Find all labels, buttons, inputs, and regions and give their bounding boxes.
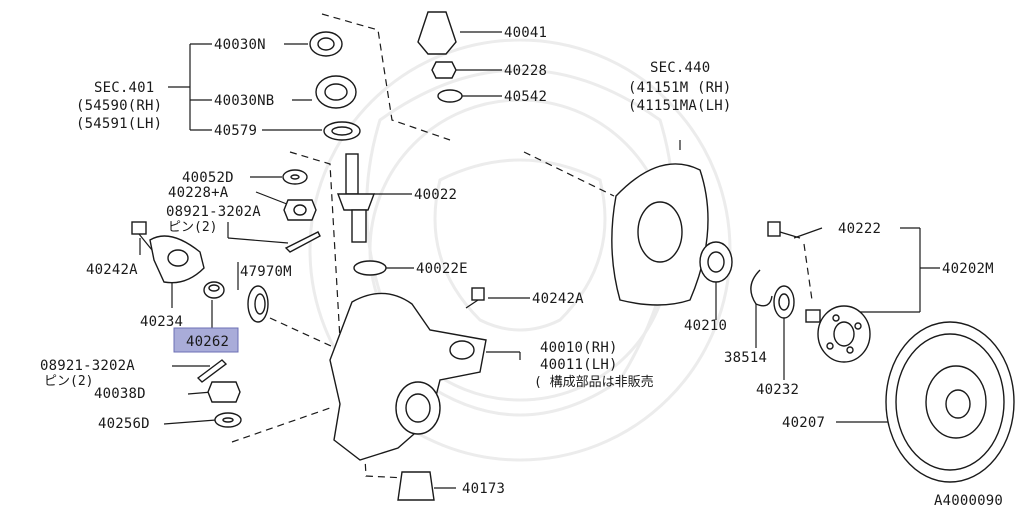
left-leader-lines bbox=[139, 43, 322, 425]
label-40222[interactable]: 40222 bbox=[838, 221, 881, 237]
label-40256D[interactable]: 40256D bbox=[98, 416, 150, 432]
part-cotter-pin-lower[interactable] bbox=[196, 359, 228, 383]
part-40222-hub-bolt[interactable] bbox=[767, 221, 801, 239]
part-40234-lower-arm-bracket[interactable] bbox=[149, 235, 205, 284]
part-40256D-washer[interactable] bbox=[214, 412, 242, 428]
label-41151MA: (41151MA(LH) bbox=[628, 98, 732, 114]
part-40542-washer[interactable] bbox=[437, 89, 463, 103]
label-47970M[interactable]: 47970M bbox=[240, 264, 292, 280]
label-40262[interactable]: 40262 bbox=[186, 334, 229, 350]
label-54590: (54590(RH) bbox=[76, 98, 162, 114]
label-41151M: (41151M (RH) bbox=[628, 80, 732, 96]
label-40030NB[interactable]: 40030NB bbox=[214, 93, 274, 109]
part-40242A-bolt-center[interactable] bbox=[465, 287, 485, 309]
part-40022E-snap-ring[interactable] bbox=[353, 260, 387, 276]
label-40228A[interactable]: 40228+A bbox=[168, 185, 229, 201]
part-40262-bushing[interactable] bbox=[203, 281, 225, 299]
part-40228-nut[interactable] bbox=[431, 61, 457, 79]
label-pin2-lower: ピン(2) bbox=[44, 374, 93, 389]
part-40579-seal[interactable] bbox=[323, 121, 361, 141]
label-40542[interactable]: 40542 bbox=[504, 89, 547, 105]
label-40041[interactable]: 40041 bbox=[504, 25, 547, 41]
label-40011[interactable]: 40011(LH) bbox=[540, 357, 618, 373]
part-40030NB-bearing[interactable] bbox=[315, 75, 357, 109]
part-40022-ball-joint[interactable] bbox=[336, 153, 376, 243]
label-54591: (54591(LH) bbox=[76, 116, 162, 132]
part-40242A-bolt-left[interactable] bbox=[131, 221, 153, 251]
center-leader-lines bbox=[231, 13, 813, 489]
part-40202M-wheel-hub[interactable] bbox=[805, 305, 871, 363]
label-sec401[interactable]: SEC.401 bbox=[94, 80, 154, 96]
part-41151M-splash-guard[interactable] bbox=[611, 163, 709, 306]
part-40207-brake-rotor[interactable] bbox=[885, 321, 1015, 483]
part-38514-snap-ring[interactable] bbox=[750, 269, 773, 307]
label-38514[interactable]: 38514 bbox=[724, 350, 767, 366]
label-40207[interactable]: 40207 bbox=[782, 415, 825, 431]
label-40022E[interactable]: 40022E bbox=[416, 261, 468, 277]
label-40030N[interactable]: 40030N bbox=[214, 37, 266, 53]
label-group: 40030N SEC.401 (54590(RH) (54591(LH) 400… bbox=[40, 25, 1003, 509]
part-40210-wheel-bearing[interactable] bbox=[699, 241, 733, 283]
label-40173[interactable]: 40173 bbox=[462, 481, 505, 497]
label-40202M[interactable]: 40202M bbox=[942, 261, 994, 277]
part-40052D-washer[interactable] bbox=[282, 169, 308, 185]
label-40210[interactable]: 40210 bbox=[684, 318, 727, 334]
label-40052D[interactable]: 40052D bbox=[182, 170, 234, 186]
label-40038D[interactable]: 40038D bbox=[94, 386, 146, 402]
label-40228[interactable]: 40228 bbox=[504, 63, 547, 79]
label-40010[interactable]: 40010(RH) bbox=[540, 340, 618, 356]
label-40022[interactable]: 40022 bbox=[414, 187, 457, 203]
part-cotter-pin-upper[interactable] bbox=[284, 231, 321, 253]
label-40232[interactable]: 40232 bbox=[756, 382, 799, 398]
label-40234[interactable]: 40234 bbox=[140, 314, 183, 330]
label-sec440[interactable]: SEC.440 bbox=[650, 60, 710, 76]
right-leader-lines bbox=[679, 140, 940, 423]
part-40038D-nut[interactable] bbox=[207, 381, 241, 403]
part-40232-seal[interactable] bbox=[773, 285, 795, 319]
part-40173-dust-cap[interactable] bbox=[397, 471, 435, 501]
part-47970M-sensor-ring[interactable] bbox=[247, 285, 269, 323]
part-40041-dust-boot[interactable] bbox=[417, 11, 457, 55]
part-40010-steering-knuckle[interactable] bbox=[329, 292, 487, 461]
label-08921-3202A-lower[interactable]: 08921-3202A bbox=[40, 358, 135, 374]
label-40579[interactable]: 40579 bbox=[214, 123, 257, 139]
highlight-box-40262 bbox=[173, 327, 239, 353]
label-pin2-upper: ピン(2) bbox=[168, 220, 217, 235]
label-40242A-left[interactable]: 40242A bbox=[86, 262, 138, 278]
label-08921-3202A-upper[interactable]: 08921-3202A bbox=[166, 204, 261, 220]
part-40228A-nut[interactable] bbox=[283, 199, 317, 221]
part-40030N-bearing[interactable] bbox=[309, 31, 343, 57]
diagram-id: A4000090 bbox=[934, 493, 1003, 509]
label-not-sold-note: ( 構成部品は非販売 bbox=[534, 374, 654, 390]
label-40242A-center[interactable]: 40242A bbox=[532, 291, 584, 307]
